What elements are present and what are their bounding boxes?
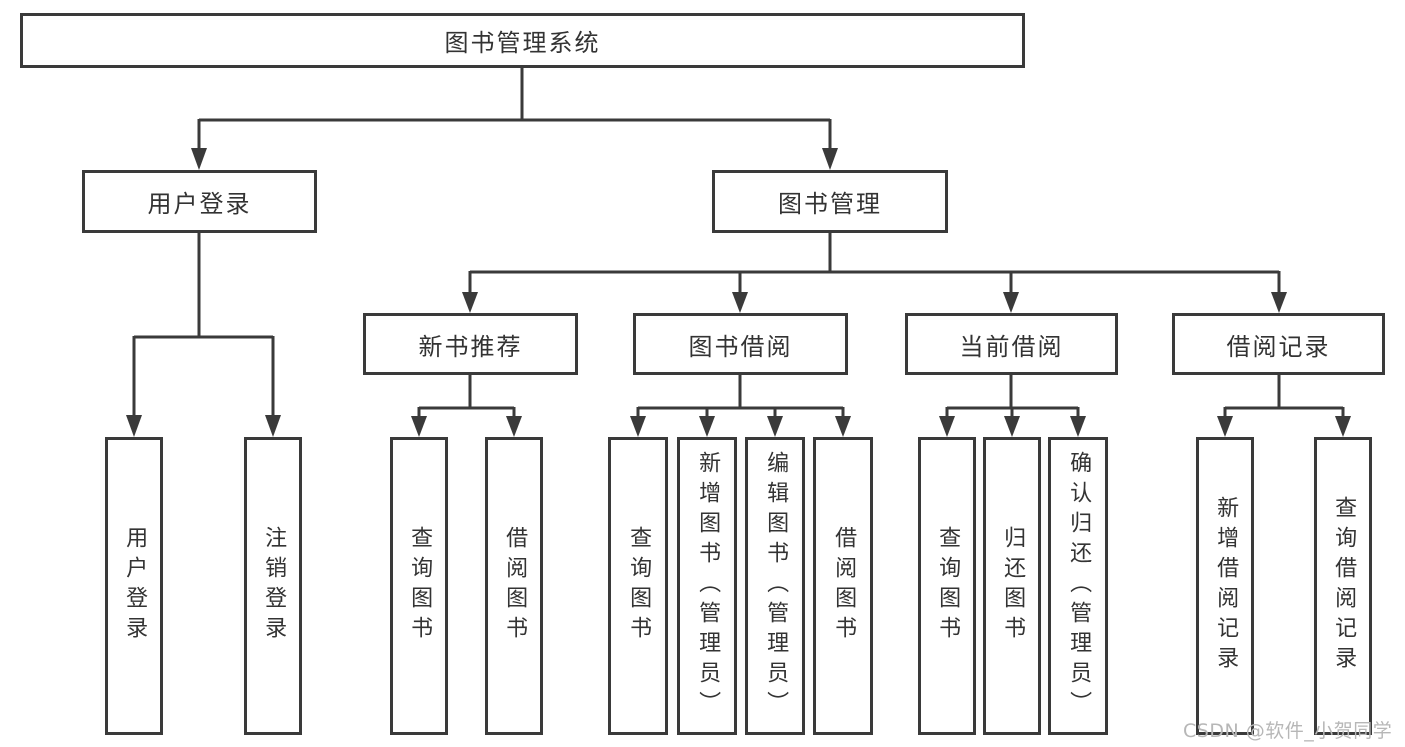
leaf-borrow-books-recommend: 借阅图书	[485, 437, 543, 735]
leaf-query-books-current: 查询图书	[918, 437, 976, 735]
node-label: 归还图书	[1000, 526, 1026, 646]
node-label: 新增借阅记录	[1213, 496, 1239, 676]
node-label: 图书管理	[778, 190, 882, 218]
leaf-add-borrow-record: 新增借阅记录	[1196, 437, 1254, 735]
node-label: 图书借阅	[688, 332, 793, 361]
leaf-logout: 注销登录	[244, 437, 302, 735]
node-book-borrow: 图书借阅	[633, 313, 848, 375]
node-label: 新书推荐	[418, 332, 523, 361]
leaf-confirm-return-admin: 确认归还（管理员）	[1048, 437, 1108, 735]
leaf-query-borrow-record: 查询借阅记录	[1314, 437, 1372, 735]
leaf-user-login: 用户登录	[105, 437, 163, 735]
node-label: 确认归还（管理员）	[1066, 451, 1092, 721]
node-current-borrow: 当前借阅	[905, 313, 1118, 375]
node-label: 图书管理系统	[444, 29, 601, 57]
node-borrow-records: 借阅记录	[1172, 313, 1385, 375]
node-new-book-recommend: 新书推荐	[363, 313, 578, 375]
leaf-query-books-borrow: 查询图书	[608, 437, 668, 735]
leaf-borrow-books: 借阅图书	[813, 437, 873, 735]
node-book-management: 图书管理	[712, 170, 948, 233]
leaf-add-book-admin: 新增图书（管理员）	[677, 437, 737, 735]
node-label: 借阅图书	[502, 526, 528, 646]
node-label: 借阅图书	[831, 526, 857, 646]
node-label: 用户登录	[122, 526, 148, 646]
node-label: 查询借阅记录	[1331, 496, 1357, 676]
node-label: 编辑图书（管理员）	[763, 451, 789, 721]
node-label: 查询图书	[935, 526, 961, 646]
node-label: 用户登录	[147, 190, 252, 218]
node-label: 新增图书（管理员）	[695, 451, 721, 721]
node-user-login: 用户登录	[82, 170, 317, 233]
node-label: 查询图书	[626, 526, 652, 646]
node-label: 查询图书	[407, 526, 433, 646]
node-label: 当前借阅	[959, 332, 1064, 361]
node-label: 注销登录	[261, 526, 287, 646]
csdn-watermark: CSDN @软件_小贺同学	[1183, 720, 1393, 742]
leaf-edit-book-admin: 编辑图书（管理员）	[745, 437, 805, 735]
node-label: 借阅记录	[1226, 332, 1331, 361]
leaf-query-books-recommend: 查询图书	[390, 437, 448, 735]
node-library-management-system: 图书管理系统	[20, 13, 1025, 68]
leaf-return-book: 归还图书	[983, 437, 1041, 735]
